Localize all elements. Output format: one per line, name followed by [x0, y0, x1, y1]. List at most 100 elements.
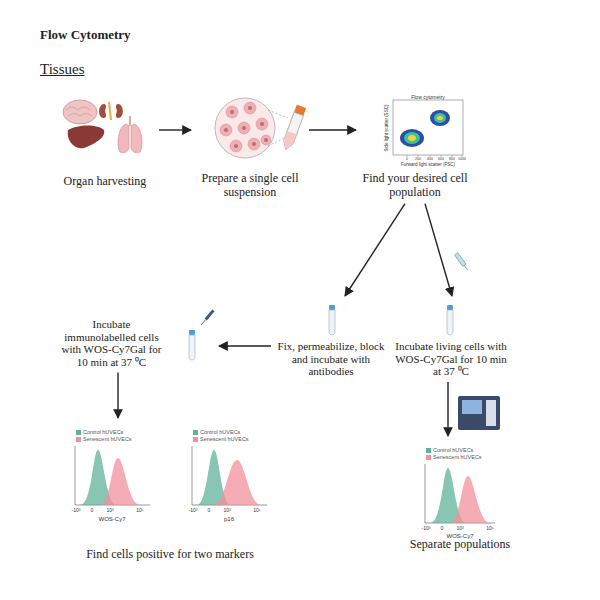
axis-label: Forward light scatter (FSC) [401, 163, 455, 168]
step-label: Incubate living cells with WOS-Cy7Gal fo… [392, 340, 510, 378]
pipette-icon [200, 309, 215, 325]
diagram-title: Flow Cytometry [40, 27, 131, 43]
cytometer-icon [458, 396, 500, 430]
axis-label: WOS-Cy7 [447, 533, 474, 539]
axis-label: -10³ [422, 526, 431, 531]
nuclei [224, 106, 268, 148]
axis-label: Flow cytometry [411, 95, 445, 100]
axis-label: 200 [415, 158, 421, 162]
step-label: Fix, permeabilize, block and incubate wi… [275, 340, 387, 378]
tick-marks [407, 155, 462, 157]
axis-label: Side light scatter (SSC) [385, 105, 390, 152]
legend-swatch [76, 437, 81, 442]
axis-label: 10³ [106, 508, 113, 513]
step-label: Prepare a single cell suspension [195, 172, 305, 200]
population-blob [430, 110, 450, 126]
axis-label: 0 [208, 508, 211, 513]
population-blob [400, 129, 424, 147]
step-label: Organ harvesting [55, 175, 155, 189]
brain-icon [63, 100, 97, 124]
flow-plot-illustration [393, 100, 463, 157]
lung-icon [131, 124, 142, 153]
axis-label: 10⁵ [253, 508, 261, 513]
histogram-wos [75, 446, 150, 505]
step-node: Fix, permeabilize, block and incubate wi… [275, 300, 387, 378]
lung-icon [118, 124, 129, 153]
instrument-screen [462, 400, 482, 414]
vial-icon [329, 305, 335, 335]
falcon-tube [281, 105, 306, 152]
cells [220, 102, 271, 152]
axis-label: p16 [224, 516, 234, 522]
legend-item: Senescent hUVECs [426, 455, 482, 461]
legend-text: Senescent hUVECs [83, 436, 132, 442]
liver-icon [68, 126, 104, 149]
syringe-icon [455, 253, 470, 272]
legend-item: Senescent hUVECs [193, 437, 249, 443]
legend-swatch [426, 448, 431, 453]
legend-swatch [426, 455, 431, 460]
axis-label: WOS-Cy7 [99, 516, 126, 522]
step-node: Prepare a single cell suspension [195, 92, 305, 200]
legend-swatch [193, 437, 198, 442]
step-node: Find your desired cell population [360, 92, 470, 200]
axis-label: 0 [441, 526, 444, 531]
legend-swatch [193, 430, 198, 435]
instrument-body [458, 396, 500, 430]
axis-label: -10³ [189, 508, 198, 513]
instrument-panel [486, 400, 496, 426]
axis-label: 0 [91, 508, 94, 513]
step-label: Separate populations [405, 538, 515, 552]
axis-label: 400 [427, 158, 433, 162]
legend-text: Senescent hUVECs [433, 454, 482, 460]
cell-suspension-illustration [215, 98, 306, 158]
flow-arrow [219, 345, 271, 346]
step-label: Incubate immunolabelled cells with WOS-C… [58, 318, 165, 369]
magnified-view [215, 98, 275, 158]
kidney-icon [99, 104, 106, 118]
vial-icon [189, 330, 195, 360]
axis-label: 1000 [458, 158, 466, 162]
legend-item: Control hUVECs [426, 448, 473, 454]
flow-arrow [117, 373, 118, 418]
ureter-icon [109, 102, 111, 120]
step-label: Find your desired cell population [360, 172, 470, 200]
axis-label: 0 [406, 158, 408, 162]
flow-arrow [309, 129, 356, 130]
flow-arrow [447, 382, 448, 436]
kidney-icon [116, 104, 123, 118]
step-node: Incubate immunolabelled cells with WOS-C… [58, 318, 215, 369]
trachea-icon [129, 116, 131, 126]
axis-label: 10⁵ [486, 526, 494, 531]
step-node: Incubate living cells with WOS-Cy7Gal fo… [392, 300, 510, 378]
legend-item: Control hUVECs [193, 430, 240, 436]
axis-label: 600 [438, 158, 444, 162]
histogram-p16 [192, 446, 267, 505]
legend-swatch [76, 430, 81, 435]
axis-label: 10³ [456, 526, 463, 531]
axis-label: 10³ [223, 508, 230, 513]
section-heading: Tissues [40, 62, 84, 77]
vial-icon [447, 305, 453, 335]
histogram-separate [425, 464, 495, 523]
axis-label: 800 [449, 158, 455, 162]
flow-arrow [345, 204, 405, 296]
legend-text: Control hUVECs [200, 429, 240, 435]
organ-illustration [63, 100, 142, 153]
legend-item: Senescent hUVECs [76, 437, 132, 443]
legend-text: Control hUVECs [83, 429, 123, 435]
axis-label: 10⁵ [136, 508, 144, 513]
axis-label: -10³ [72, 508, 81, 513]
legend-text: Control hUVECs [433, 447, 473, 453]
step-label: Find cells positive for two markers [55, 548, 285, 562]
legend-text: Senescent hUVECs [200, 436, 249, 442]
plot-frame [393, 100, 463, 155]
legend-item: Control hUVECs [76, 430, 123, 436]
brain-folds [66, 107, 92, 116]
flow-arrow [159, 129, 191, 130]
step-node: Organ harvesting [55, 95, 155, 189]
step-node: Find cells positive for two markers [55, 422, 285, 562]
